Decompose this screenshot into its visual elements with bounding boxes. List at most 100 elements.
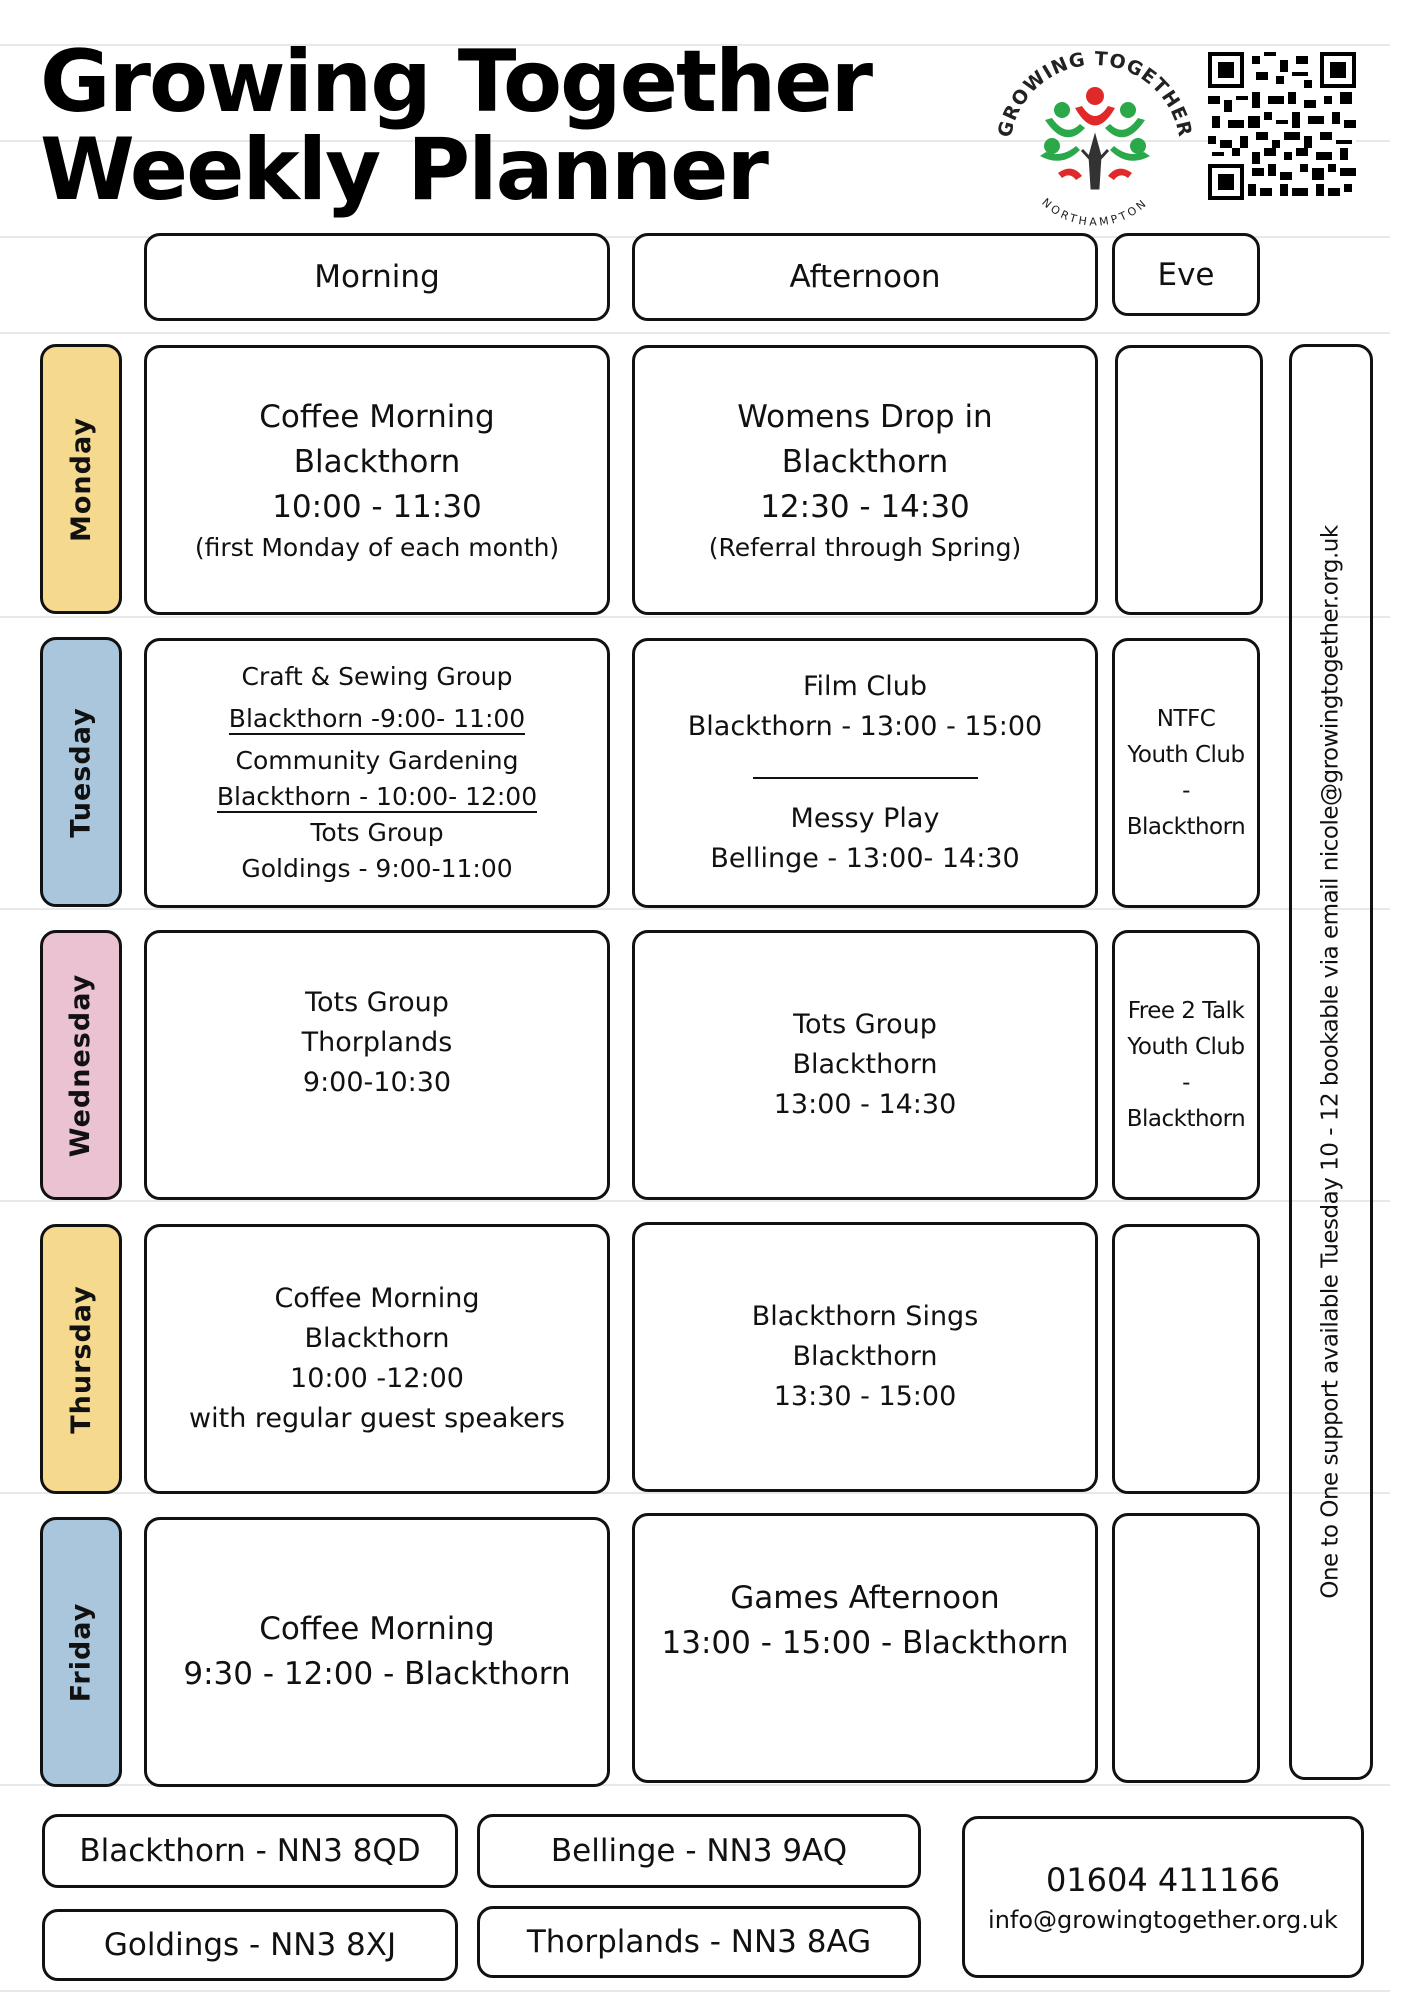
logo-bottom-text: NORTHAMPTON (1039, 196, 1147, 229)
activity-divider (752, 777, 978, 779)
activity-note: with regular guest speakers (189, 1403, 565, 1434)
activity-title: Craft & Sewing Group (241, 662, 513, 691)
friday-evening-cell (1112, 1513, 1260, 1783)
activity-title: Free 2 Talk (1127, 998, 1245, 1024)
monday-afternoon-cell: Womens Drop in Blackthorn 12:30 - 14:30 … (632, 345, 1098, 615)
background-rule (0, 1200, 1390, 1202)
background-rule (0, 908, 1390, 910)
background-rule (0, 1990, 1390, 1992)
activity-location: Blackthorn (304, 1323, 450, 1354)
wednesday-morning-cell: Tots Group Thorplands 9:00-10:30 (144, 930, 610, 1200)
activity-title: Messy Play (790, 803, 940, 834)
header-morning-label: Morning (314, 259, 440, 295)
activity-title: Tots Group (310, 818, 444, 847)
contact-box: 01604 411166 info@growingtogether.org.uk (962, 1816, 1364, 1978)
friday-morning-cell: Coffee Morning 9:30 - 12:00 - Blackthorn (144, 1517, 610, 1787)
activity-title: Blackthorn Sings (751, 1301, 979, 1332)
background-rule (0, 140, 1390, 142)
header-afternoon-label: Afternoon (789, 259, 941, 295)
activity-detail: Bellinge - 13:00- 14:30 (710, 843, 1020, 874)
activity-detail: Goldings - 9:00-11:00 (241, 854, 513, 883)
tuesday-afternoon-cell: Film Club Blackthorn - 13:00 - 15:00 Mes… (632, 638, 1098, 908)
activity-title: Coffee Morning (259, 1611, 495, 1647)
location-bellinge-text: Bellinge - NN3 9AQ (550, 1833, 848, 1869)
location-blackthorn: Blackthorn - NN3 8QD (42, 1814, 458, 1888)
day-wednesday-text: Wednesday (65, 973, 97, 1157)
day-thursday-text: Thursday (65, 1284, 97, 1434)
thursday-evening-cell (1112, 1224, 1260, 1494)
monday-evening-cell (1115, 345, 1263, 615)
side-note-text: One to One support available Tuesday 10 … (1318, 525, 1345, 1599)
page-title: Growing Together Weekly Planner (40, 32, 873, 220)
activity-time: 12:30 - 14:30 (760, 488, 970, 525)
day-tuesday-text: Tuesday (65, 706, 97, 838)
location-bellinge: Bellinge - NN3 9AQ (477, 1814, 921, 1888)
monday-morning-cell: Coffee Morning Blackthorn 10:00 - 11:30 … (144, 345, 610, 615)
day-label-tuesday: Tuesday (40, 637, 122, 907)
activity-detail: Blackthorn - 13:00 - 15:00 (687, 711, 1043, 742)
activity-location: Blackthorn (1126, 1106, 1246, 1132)
background-rule (0, 44, 1390, 46)
location-thorplands-text: Thorplands - NN3 8AG (526, 1924, 872, 1960)
activity-time: 10:00 -12:00 (290, 1363, 464, 1394)
activity-detail: 9:30 - 12:00 - Blackthorn (183, 1656, 571, 1692)
background-rule (0, 332, 1390, 334)
activity-separator: - (1182, 778, 1190, 804)
activity-time: 13:00 - 14:30 (773, 1089, 957, 1120)
header-morning: Morning (144, 233, 610, 321)
activity-note: (Referral through Spring) (708, 532, 1022, 562)
activity-detail: Blackthorn -9:00- 11:00 (228, 704, 526, 735)
location-goldings: Goldings - NN3 8XJ (42, 1909, 458, 1981)
activity-location: Blackthorn (293, 443, 461, 480)
wednesday-afternoon-cell: Tots Group Blackthorn 13:00 - 14:30 (632, 930, 1098, 1200)
friday-afternoon-cell: Games Afternoon 13:00 - 15:00 - Blacktho… (632, 1513, 1098, 1783)
activity-title: NTFC (1156, 706, 1216, 732)
activity-title: Tots Group (305, 987, 449, 1018)
wednesday-evening-cell: Free 2 Talk Youth Club - Blackthorn (1112, 930, 1260, 1200)
day-label-wednesday: Wednesday (40, 930, 122, 1200)
activity-time: 13:30 - 15:00 (773, 1381, 957, 1412)
thursday-afternoon-cell: Blackthorn Sings Blackthorn 13:30 - 15:0… (632, 1222, 1098, 1492)
activity-location: Thorplands (301, 1027, 453, 1058)
title-line-1: Growing Together (40, 32, 873, 132)
location-thorplands: Thorplands - NN3 8AG (477, 1906, 921, 1978)
header-evening: Eve (1112, 233, 1260, 316)
logo-figures-icon (1040, 87, 1150, 180)
activity-title: Coffee Morning (259, 398, 495, 435)
activity-title: Community Gardening (235, 746, 519, 775)
day-friday-text: Friday (65, 1602, 97, 1702)
day-label-thursday: Thursday (40, 1224, 122, 1494)
activity-time: 9:00-10:30 (302, 1067, 452, 1098)
background-rule (0, 616, 1390, 618)
title-line-2: Weekly Planner (40, 120, 769, 220)
location-goldings-text: Goldings - NN3 8XJ (103, 1927, 397, 1963)
activity-title: Games Afternoon (730, 1580, 1000, 1616)
tuesday-evening-cell: NTFC Youth Club - Blackthorn (1112, 638, 1260, 908)
activity-detail-wrap: Blackthorn -9:00- 11:00 (228, 701, 526, 737)
activity-title: Tots Group (793, 1009, 937, 1040)
background-rule (0, 1492, 1390, 1494)
tuesday-morning-cell: Craft & Sewing Group Blackthorn -9:00- 1… (144, 638, 610, 908)
background-rule (0, 1784, 1390, 1786)
qr-code-icon (1208, 52, 1356, 200)
activity-note: (first Monday of each month) (194, 532, 560, 562)
activity-detail-wrap: Blackthorn - 10:00- 12:00 (216, 779, 538, 815)
day-label-friday: Friday (40, 1517, 122, 1787)
activity-location: Blackthorn (792, 1049, 938, 1080)
activity-time: 10:00 - 11:30 (272, 488, 482, 525)
activity-title: Coffee Morning (274, 1283, 480, 1314)
activity-title: Youth Club (1127, 1034, 1245, 1060)
growing-together-logo: GROWING TOGETHER NORTHAMPTON (994, 48, 1195, 229)
activity-title: Youth Club (1127, 742, 1245, 768)
activity-detail: Blackthorn - 10:00- 12:00 (216, 782, 538, 813)
day-label-monday: Monday (40, 344, 122, 614)
activity-location: Blackthorn (792, 1341, 938, 1372)
activity-detail: 13:00 - 15:00 - Blackthorn (661, 1625, 1069, 1661)
header-afternoon: Afternoon (632, 233, 1098, 321)
contact-email[interactable]: info@growingtogether.org.uk (988, 1906, 1338, 1934)
day-monday-text: Monday (65, 416, 97, 542)
one-to-one-support-note: One to One support available Tuesday 10 … (1289, 344, 1373, 1780)
header-evening-label: Eve (1157, 256, 1215, 293)
svg-text:NORTHAMPTON: NORTHAMPTON (1039, 196, 1150, 229)
location-blackthorn-text: Blackthorn - NN3 8QD (79, 1833, 421, 1869)
